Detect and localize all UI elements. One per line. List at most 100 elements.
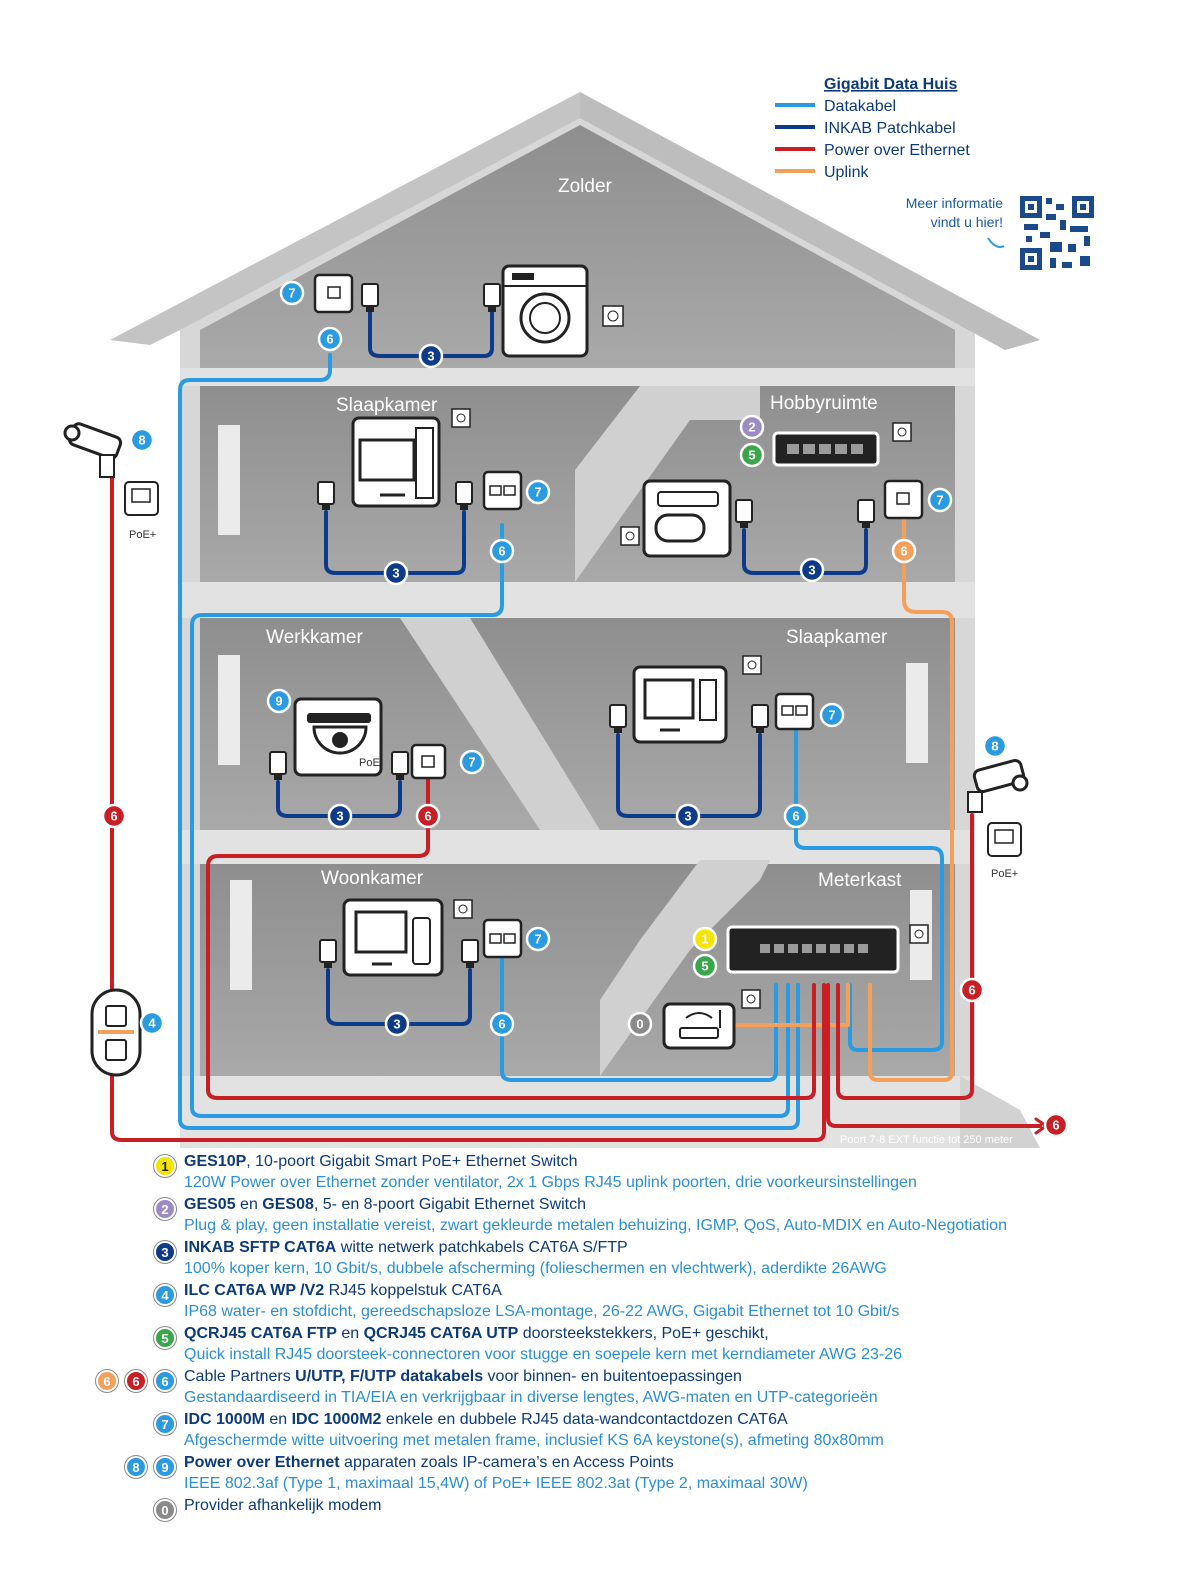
svg-text:5: 5 [701,959,708,974]
arrow-icon [987,237,1005,248]
room-label-meterkast: Meterkast [818,870,902,891]
rj45-plug-icon [857,499,875,528]
description-badges: 1 [100,1155,182,1177]
badge-0: 0 [627,1011,653,1037]
svg-text:0: 0 [636,1017,643,1032]
svg-text:7: 7 [288,286,295,301]
poe-ext [826,983,1042,1128]
badge-3: 3 [799,557,825,583]
description-item: 2 GES05 en GES08, 5- en 8-poort Gigabit E… [100,1196,1180,1239]
dome-camera-icon: PoE [293,697,383,777]
description-title: INKAB SFTP CAT6A witte netwerk patchkabe… [184,1239,628,1256]
svg-text:3: 3 [336,809,343,824]
uplink-modem [734,983,850,1027]
legend-item-uplink: Uplink [824,164,869,181]
wall-outlet-hobbyruimte [883,479,924,520]
description-detail: Quick install RJ45 doorsteek-connectoren… [184,1346,902,1363]
svg-text:6: 6 [1052,1118,1059,1133]
wall-outlet-zolder [313,273,354,314]
badge-6: 6 [1043,1112,1069,1138]
badge-6: 6 [489,1011,515,1037]
svg-text:9: 9 [275,694,282,709]
badge-3: 3 [383,560,409,586]
switch-ges05-icon [772,431,880,467]
svg-text:7: 7 [936,493,943,508]
badge-7: 7 [459,749,485,775]
room-label-slaapkamer-mid: Slaapkamer [786,627,888,648]
badge-6: 6 [101,803,127,829]
datakabel-slaapkamer-top [190,523,790,1118]
description-detail: 100% koper kern, 10 Gbit/s, dubbele afsc… [184,1260,887,1277]
qr-block[interactable]: Meer informatie vindt u hier! [906,195,1094,270]
svg-text:2: 2 [748,420,755,435]
poe-injector-icon-right: PoE+ [987,822,1022,880]
description-detail: IEEE 802.3af (Type 1, maximaal 15,4W) of… [184,1475,808,1492]
badge-7: 7 [927,487,953,513]
ip-camera-left-icon [63,422,123,478]
description-title: GES10P, 10-poort Gigabit Smart PoE+ Ethe… [184,1153,578,1170]
qr-text-line2: vindt u hier! [931,214,1003,230]
house [110,92,1040,1148]
svg-text:3: 3 [393,1017,400,1032]
washing-machine-icon [501,264,589,358]
svg-text:6: 6 [110,809,117,824]
badge-2: 2 [739,414,765,440]
house-network-diagram: Zolder Slaapkamer Hobbyruimte Werkkamer … [63,76,1094,1148]
power-socket-icon [741,989,761,1009]
badge-4: 4 [154,1284,176,1306]
svg-text:6: 6 [498,1017,505,1032]
description-detail: 120W Power over Ethernet zonder ventilat… [184,1174,917,1191]
rj45-plug-icon [269,751,287,780]
description-title: IDC 1000M en IDC 1000M2 enkele en dubbel… [184,1411,788,1428]
badge-6: 6 [125,1370,147,1392]
wall-outlet-double-slaapkamer [482,470,523,511]
badge-4: 4 [139,1010,165,1036]
badge-3: 3 [384,1011,410,1037]
badge-5: 5 [692,953,718,979]
svg-text:7: 7 [828,708,835,723]
svg-text:3: 3 [392,566,399,581]
legend-title: Gigabit Data Huis [824,76,957,93]
poe-camera-left [110,473,826,1142]
switch-ges10p-icon [726,925,900,974]
qr-text-line1: Meer informatie [906,195,1003,211]
description-badges: 3 [100,1241,182,1263]
legend-item-poe: Power over Ethernet [824,142,970,159]
qr-code-icon[interactable] [1020,196,1094,270]
rj45-plug-icon [361,283,379,312]
power-socket-icon [620,526,640,546]
badge-5: 5 [154,1327,176,1349]
badge-2: 2 [154,1198,176,1220]
rj45-plug-icon [319,939,337,968]
svg-text:5: 5 [748,448,755,463]
computer-icon [351,416,441,508]
tv-icon [632,665,728,744]
wall-outlet-werkkamer [410,743,447,780]
badge-9: 9 [154,1456,176,1478]
datakabel-woonkamer [500,956,778,1082]
badge-6: 6 [415,803,441,829]
rj45-plug-icon [735,499,753,528]
rj45-plug-icon [391,751,409,780]
description-title: Provider afhankelijk modem [184,1497,382,1514]
room-label-woonkamer: Woonkamer [321,868,424,889]
badge-9: 9 [266,688,292,714]
wall-outlet-double-slaapkamer-mid [774,692,815,731]
svg-text:3: 3 [427,349,434,364]
description-badges: 2 [100,1198,182,1220]
poe-plus-label-right: PoE+ [991,868,1018,880]
wall-outlet-double-woonkamer [482,918,523,959]
svg-text:4: 4 [148,1016,156,1031]
svg-text:6: 6 [900,544,907,559]
room-label-slaapkamer-top: Slaapkamer [336,395,438,416]
legend-item-datakabel: Datakabel [824,98,896,115]
badge-6: 6 [317,326,343,352]
badge-6: 6 [154,1370,176,1392]
description-title: GES05 en GES08, 5- en 8-poort Gigabit Et… [184,1196,587,1213]
room-label-werkkamer: Werkkamer [266,627,363,648]
dome-poe-label: PoE [359,757,380,769]
